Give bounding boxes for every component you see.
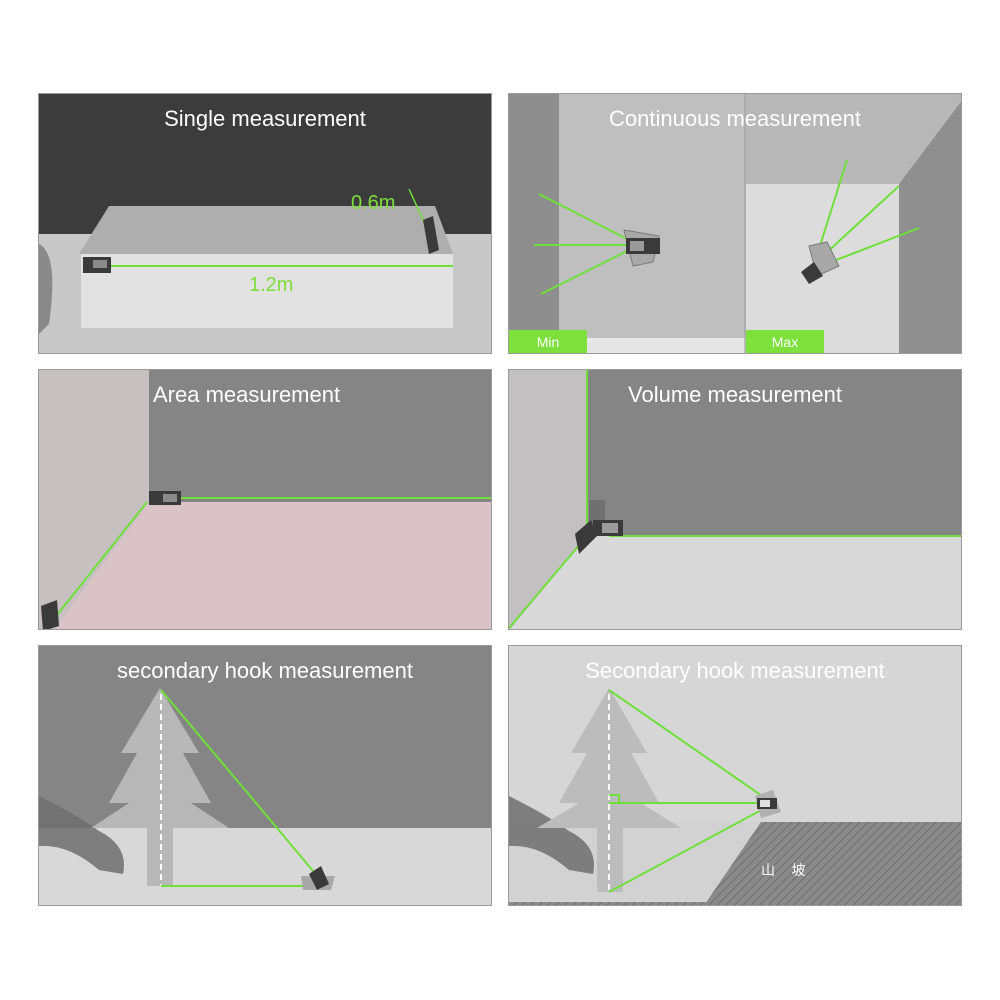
hook-measurement-illustration-2 — [509, 646, 961, 905]
continuous-measurement-illustration — [509, 94, 961, 353]
page-title: Volume measurement — [628, 382, 842, 407]
hook-measurement-panel-1: secondary hook measurement — [38, 645, 492, 906]
page-title: Area measurement — [153, 382, 341, 407]
max-tag: Max — [746, 330, 824, 353]
area-measurement-illustration — [39, 370, 491, 629]
page-title: secondary hook measurement — [117, 658, 413, 683]
length-label: 1.2m — [249, 274, 294, 296]
single-measurement-panel: Single measurement 0.6m 1.2m — [38, 93, 492, 354]
single-measurement-illustration — [39, 94, 491, 353]
page-title: Secondary hook measurement — [585, 658, 885, 683]
width-label: 0.6m — [351, 192, 396, 214]
hook-measurement-panel-2: Secondary hook measurement 山 坡 — [508, 645, 962, 906]
area-measurement-panel: Area measurement — [38, 369, 492, 630]
volume-measurement-panel: Volume measurement — [508, 369, 962, 630]
slope-label: 山 坡 — [761, 863, 812, 879]
hook-measurement-illustration-1 — [39, 646, 491, 905]
page-title: Continuous measurement — [609, 106, 861, 131]
continuous-measurement-panel: Continuous measurement Min Max — [508, 93, 962, 354]
min-tag: Min — [509, 330, 587, 353]
page-title: Single measurement — [164, 106, 366, 131]
volume-measurement-illustration — [509, 370, 961, 629]
